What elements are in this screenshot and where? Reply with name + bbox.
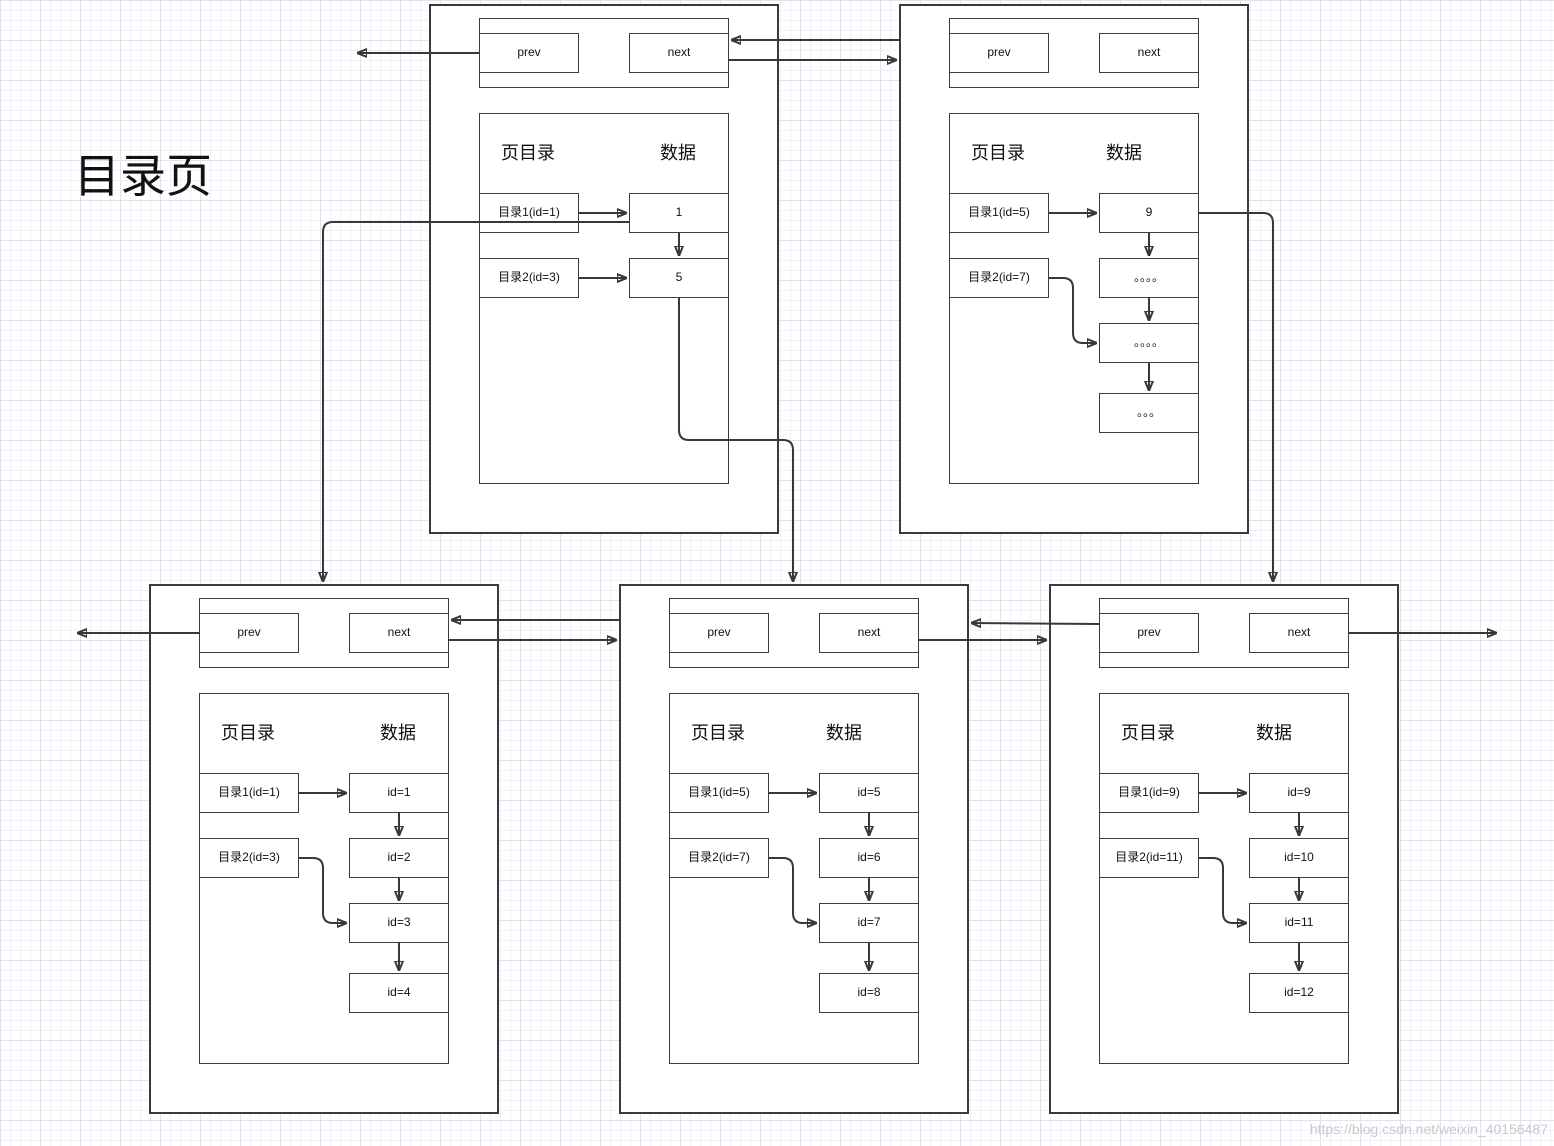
prev-pointer: prev — [479, 33, 579, 73]
data-heading: 数据 — [1256, 723, 1292, 743]
source-watermark: https://blog.csdn.net/weixin_40156487 — [1309, 1121, 1548, 1137]
record-4: 。。。 — [1099, 393, 1199, 433]
directory-slot-2: 目录2(id=7) — [949, 258, 1049, 298]
page-directory-heading: 页目录 — [971, 143, 1025, 163]
record-2: id=2 — [349, 838, 449, 878]
data-heading: 数据 — [826, 723, 862, 743]
next-pointer: next — [819, 613, 919, 653]
record-3: 。。。。 — [1099, 323, 1199, 363]
page-body — [479, 113, 729, 484]
data-heading: 数据 — [380, 723, 416, 743]
page-directory-heading: 页目录 — [691, 723, 745, 743]
record-3: id=3 — [349, 903, 449, 943]
directory-slot-2: 目录2(id=3) — [479, 258, 579, 298]
prev-pointer: prev — [669, 613, 769, 653]
data-page-bottom-left: prev next 页目录 数据 目录1(id=1) 目录2(id=3) id=… — [149, 584, 499, 1114]
record-3: id=11 — [1249, 903, 1349, 943]
record-1: id=9 — [1249, 773, 1349, 813]
directory-slot-1: 目录1(id=9) — [1099, 773, 1199, 813]
page-directory-heading: 页目录 — [501, 143, 555, 163]
record-4: id=12 — [1249, 973, 1349, 1013]
directory-slot-2: 目录2(id=3) — [199, 838, 299, 878]
record-2: 。。。。 — [1099, 258, 1199, 298]
directory-slot-1: 目录1(id=5) — [669, 773, 769, 813]
directory-slot-1: 目录1(id=5) — [949, 193, 1049, 233]
record-3: id=7 — [819, 903, 919, 943]
directory-slot-1: 目录1(id=1) — [199, 773, 299, 813]
next-pointer: next — [349, 613, 449, 653]
page-directory-heading: 页目录 — [1121, 723, 1175, 743]
record-2: id=10 — [1249, 838, 1349, 878]
directory-slot-2: 目录2(id=7) — [669, 838, 769, 878]
directory-slot-2: 目录2(id=11) — [1099, 838, 1199, 878]
prev-pointer: prev — [949, 33, 1049, 73]
record-1: id=5 — [819, 773, 919, 813]
data-page-bottom-middle: prev next 页目录 数据 目录1(id=5) 目录2(id=7) id=… — [619, 584, 969, 1114]
diagram-title: 目录页 — [74, 150, 212, 202]
next-pointer: next — [629, 33, 729, 73]
data-heading: 数据 — [660, 143, 696, 163]
record-1: id=1 — [349, 773, 449, 813]
directory-page-top-right: prev next 页目录 数据 目录1(id=5) 目录2(id=7) 9 。… — [899, 4, 1249, 534]
data-heading: 数据 — [1106, 143, 1142, 163]
record-4: id=4 — [349, 973, 449, 1013]
next-pointer: next — [1249, 613, 1349, 653]
record-4: id=8 — [819, 973, 919, 1013]
record-1: 1 — [629, 193, 729, 233]
record-2: 5 — [629, 258, 729, 298]
directory-slot-1: 目录1(id=1) — [479, 193, 579, 233]
page-directory-heading: 页目录 — [221, 723, 275, 743]
record-2: id=6 — [819, 838, 919, 878]
prev-pointer: prev — [1099, 613, 1199, 653]
prev-pointer: prev — [199, 613, 299, 653]
data-page-bottom-right: prev next 页目录 数据 目录1(id=9) 目录2(id=11) id… — [1049, 584, 1399, 1114]
directory-page-top-left: prev next 页目录 数据 目录1(id=1) 目录2(id=3) 1 5 — [429, 4, 779, 534]
next-pointer: next — [1099, 33, 1199, 73]
record-1: 9 — [1099, 193, 1199, 233]
